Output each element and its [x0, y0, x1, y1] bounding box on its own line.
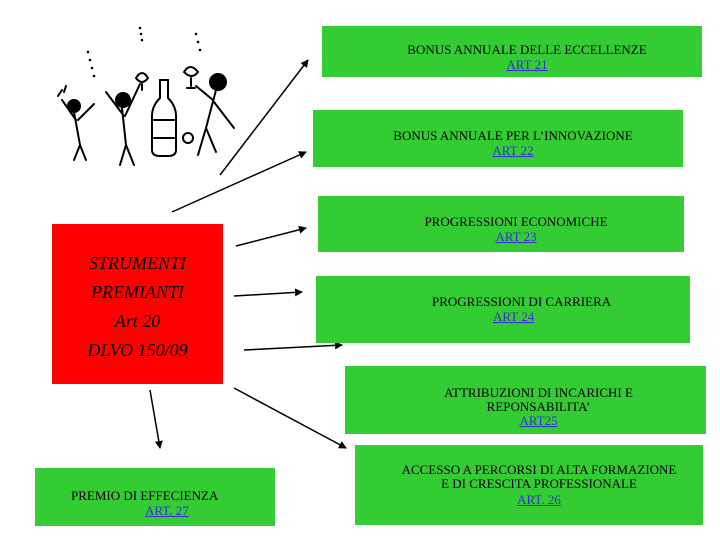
strumenti-premianti-box: STRUMENTI PREMIANTI Art 20 DLVO 150/09: [52, 224, 223, 384]
box-art23-title: PROGRESSIONI ECONOMICHE: [424, 214, 607, 229]
arrow-to-art24: [234, 292, 302, 296]
arrow-to-art27: [150, 390, 160, 448]
link-art26[interactable]: ART. 26: [375, 493, 703, 507]
box-art24: PROGRESSIONI DI CARRIERA ART 24: [316, 276, 690, 343]
box-art24-title: PROGRESSIONI DI CARRIERA: [366, 294, 690, 309]
arrow-to-art25: [234, 388, 346, 448]
link-art23[interactable]: ART 23: [348, 229, 684, 244]
box-art27: PREMIO DI EFFECIENZA ART. 27: [35, 468, 275, 526]
center-line-1: STRUMENTI: [52, 249, 223, 278]
center-line-3: Art 20: [52, 307, 223, 336]
link-art22[interactable]: ART 22: [343, 143, 683, 158]
link-art21[interactable]: ART 21: [352, 57, 702, 72]
box-art25: ATTRIBUZIONI DI INCARICHI E REPONSABILIT…: [345, 366, 706, 434]
box-art21-title: BONUS ANNUALE DELLE ECCELLENZE: [407, 42, 646, 57]
box-art26-title-1: ACCESSO A PERCORSI DI ALTA FORMAZIONE: [375, 463, 703, 477]
arrow-to-art26: [244, 345, 342, 350]
box-art23: PROGRESSIONI ECONOMICHE ART 23: [318, 196, 684, 252]
center-line-2: PREMIANTI: [52, 278, 223, 307]
box-art27-title: PREMIO DI EFFECIENZA: [71, 488, 275, 503]
arrow-to-art23: [236, 228, 306, 246]
link-art24[interactable]: ART 24: [366, 309, 690, 324]
box-art26-title-2: E DI CRESCITA PROFESSIONALE: [375, 477, 703, 491]
box-art25-title-1: ATTRIBUZIONI DI INCARICHI E: [371, 386, 706, 400]
link-art25[interactable]: ART25: [371, 414, 706, 428]
link-art27[interactable]: ART. 27: [71, 503, 275, 518]
box-art21: BONUS ANNUALE DELLE ECCELLENZE ART 21: [322, 26, 702, 77]
celebration-clipart-icon: [48, 20, 238, 170]
box-art26: ACCESSO A PERCORSI DI ALTA FORMAZIONE E …: [355, 445, 703, 525]
box-art22: BONUS ANNUALE PER L’INNOVAZIONE ART 22: [313, 110, 683, 167]
box-art25-title-2: REPONSABILITA’: [371, 400, 706, 414]
center-line-4: DLVO 150/09: [52, 336, 223, 365]
box-art22-title: BONUS ANNUALE PER L’INNOVAZIONE: [393, 128, 632, 143]
